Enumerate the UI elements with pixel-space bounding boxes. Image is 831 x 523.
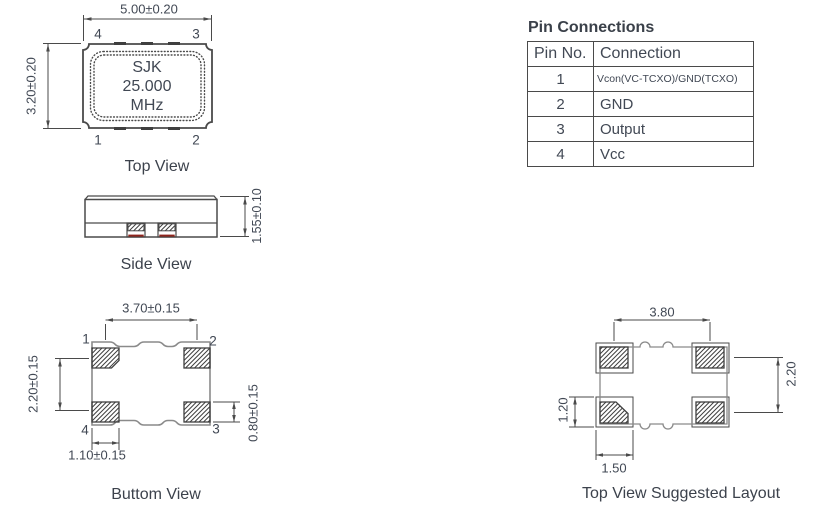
table-row: 1 Vcon(VC-TCXO)/GND(TCXO): [527, 66, 754, 92]
side-view-title: Side View: [120, 256, 192, 273]
bottom-view-dim-pad-height: 0.80±0.15: [245, 384, 261, 442]
table-header-row: Pin No. Connection: [527, 41, 754, 67]
layout-dim-right-lines: [734, 357, 783, 413]
top-view-drawing: [43, 15, 213, 130]
top-view-edge-ticks: [114, 42, 180, 130]
side-view-body: [84, 198, 218, 238]
layout-view-drawing: [569, 318, 783, 460]
layout-pad-bottom-right: [695, 401, 725, 424]
pin-connection: Vcon(VC-TCXO)/GND(TCXO): [593, 66, 754, 92]
bottom-view-dim-vertical: 2.20±0.15: [25, 355, 41, 413]
pin-number: 3: [527, 116, 594, 142]
bottom-view-dim-bottom-lines: [91, 428, 120, 450]
bottom-view-pad-1: [91, 347, 120, 369]
side-view-pad-left: [126, 222, 146, 238]
bottom-view-title: Buttom View: [111, 486, 201, 503]
layout-pad-top-right: [695, 346, 725, 369]
bottom-view-dim-right-lines: [213, 401, 240, 423]
pin-number: 4: [527, 141, 594, 167]
bottom-view-dim-pad-span: 3.70±0.15: [122, 300, 180, 316]
pin-connections-table: Pin No. Connection 1 Vcon(VC-TCXO)/GND(T…: [527, 41, 754, 167]
top-view-dim-height-lines: [43, 43, 81, 129]
chip-marking-line3: MHz: [130, 97, 164, 114]
table-row: 4 Vcc: [527, 141, 754, 167]
bottom-view-dim-top-lines: [105, 318, 198, 340]
bottom-view-package-outline: [91, 341, 211, 426]
top-view-package-outline: [82, 43, 213, 129]
layout-land-boxes: [595, 342, 730, 428]
bottom-view-dim-left-lines: [55, 358, 89, 411]
top-view-pin-1-label: 1: [94, 132, 102, 148]
side-view-dim-height-lines: [220, 196, 249, 237]
pin-connection: Output: [593, 116, 754, 142]
top-view-title: Top View: [124, 158, 190, 175]
layout-dim-bottom-lines: [595, 430, 634, 460]
bottom-view-pad-3: [183, 401, 211, 423]
header-pin-no: Pin No.: [527, 41, 594, 67]
pin-number: 1: [527, 66, 594, 92]
chip-marking-line2: 25.000: [122, 78, 172, 95]
top-view-pin-3-label: 3: [192, 26, 200, 42]
bottom-view-pin-2-label: 2: [209, 333, 217, 349]
pin-connections-title: Pin Connections: [528, 19, 655, 36]
table-row: 3 Output: [527, 116, 754, 142]
layout-dim-vertical: 2.20: [783, 361, 799, 387]
side-view-pad-right: [157, 222, 177, 238]
top-view-pin-4-label: 4: [94, 26, 102, 42]
chip-marking-line1: SJK: [132, 59, 162, 76]
layout-pad-bottom-left: [599, 401, 629, 424]
top-view-dim-width-lines: [83, 15, 212, 41]
pin-number: 2: [527, 91, 594, 117]
pin-connection: Vcc: [593, 141, 754, 167]
side-view-lid: [84, 195, 218, 200]
layout-dim-left-lines: [569, 396, 594, 428]
bottom-view-pad-2: [183, 347, 211, 369]
layout-view-title: Top View Suggested Layout: [581, 485, 781, 502]
side-view-drawing: [84, 195, 249, 238]
table-row: 2 GND: [527, 91, 754, 117]
layout-dim-top-lines: [613, 318, 711, 341]
top-view-dim-height: 3.20±0.20: [23, 57, 39, 115]
top-view-dim-width: 5.00±0.20: [120, 1, 178, 17]
header-connection: Connection: [593, 41, 754, 67]
bottom-view-pad-4: [91, 401, 120, 423]
layout-package-outline: [599, 341, 728, 430]
top-view-pin-2-label: 2: [192, 132, 200, 148]
layout-dim-pad-width: 1.50: [601, 460, 627, 476]
pin-connection: GND: [593, 91, 754, 117]
bottom-view-pin-4-label: 4: [81, 422, 89, 438]
side-view-dim-height: 1.55±0.10: [249, 188, 264, 244]
layout-dim-horizontal: 3.80: [649, 304, 675, 320]
layout-pad-top-left: [599, 346, 629, 369]
bottom-view-drawing: [55, 318, 240, 450]
bottom-view-dim-pad-width: 1.10±0.15: [68, 447, 126, 463]
bottom-view-pin-1-label: 1: [82, 331, 90, 347]
layout-dim-pad-height: 1.20: [555, 397, 571, 423]
pin-connections-section: Pin Connections Pin No. Connection 1 Vco…: [527, 19, 755, 167]
bottom-view-pin-3-label: 3: [212, 421, 220, 437]
top-view-seal-ring-outer: [89, 50, 206, 122]
